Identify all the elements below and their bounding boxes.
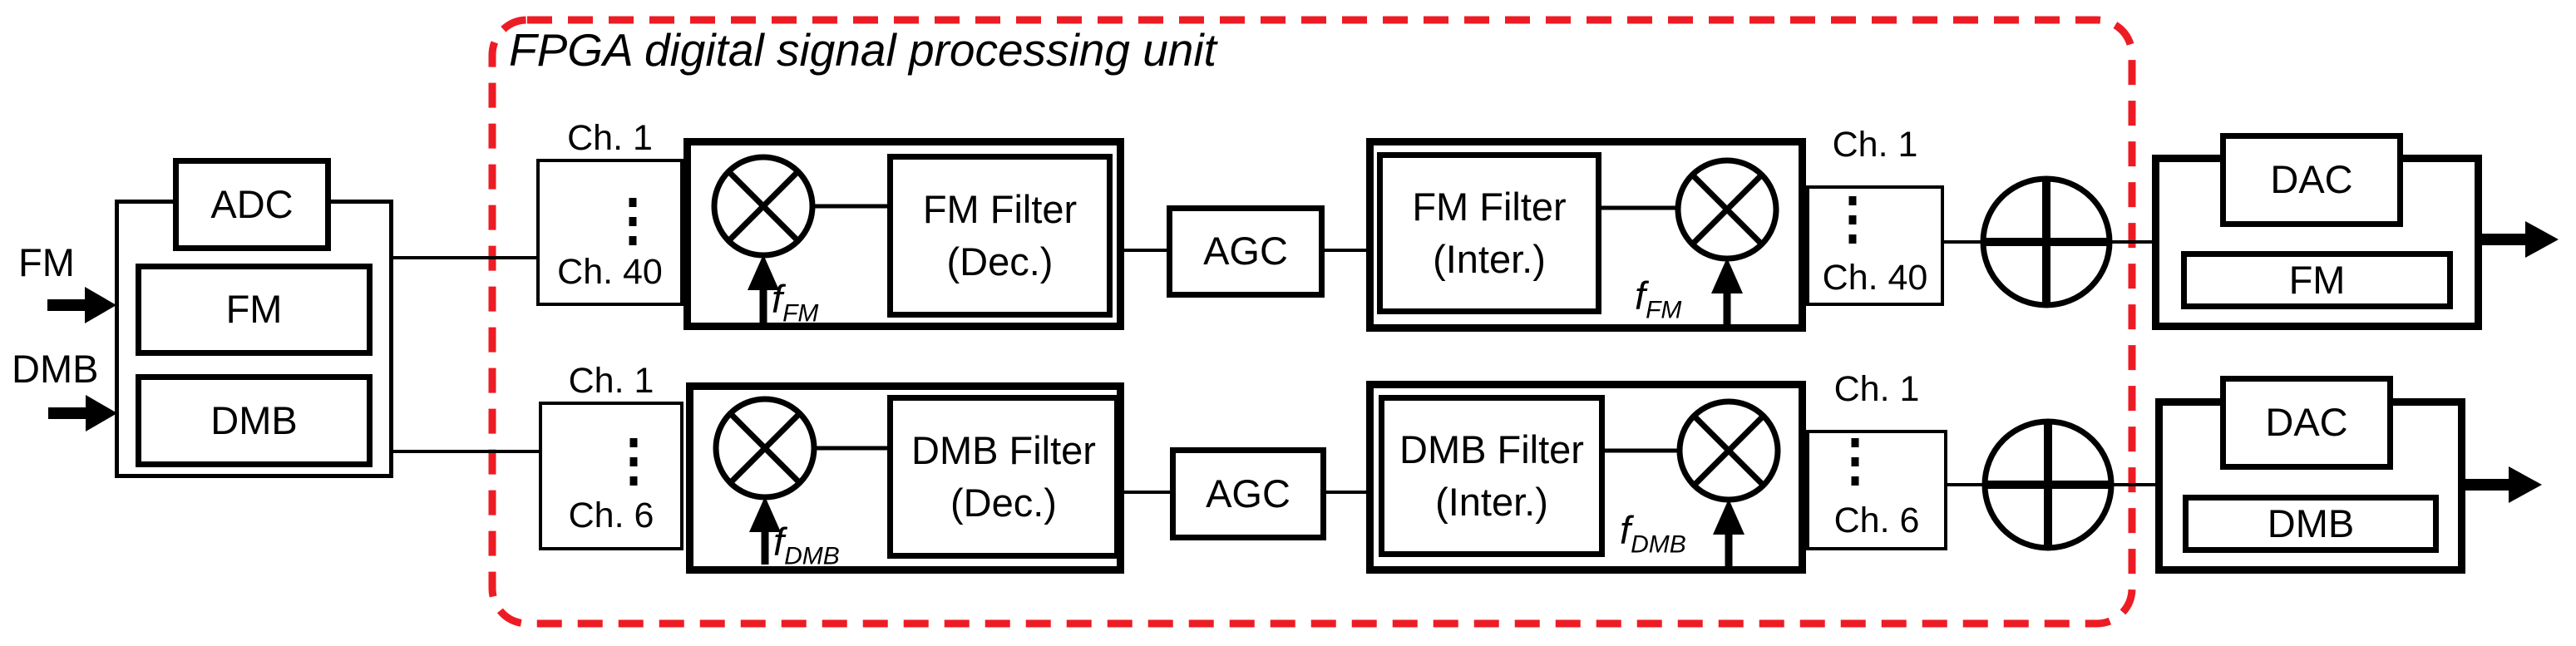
fm-inter-filter-line1: FM Filter [1412,185,1567,229]
fm-lo-frequency-label-dec: fFM [772,276,818,328]
dmb-ch-out-first-label: Ch. 1 [1833,369,1920,409]
fm-ch-out-last-label: Ch. 40 [1822,258,1928,298]
fm-dec-filter-line1: FM Filter [922,187,1078,232]
fm-channel-bank-out [1806,185,1944,306]
dmb-dac-label: DAC [2265,400,2348,445]
fm-output-arrow [2478,221,2559,258]
fm-agc-block: AGC [1167,205,1325,298]
fpga-dashed-boundary [488,16,2136,628]
fm-ch-in-last-label: Ch. 40 [557,252,663,292]
dmb-inter-filter-line2: (Inter.) [1435,479,1548,524]
fm-lo-subscript: FM [782,299,819,328]
dmb-inter-filter-block: DMB Filter (Inter.) [1379,395,1605,557]
dmb-channel-bank-in [539,402,683,550]
adc-fm-label: FM [225,287,283,332]
adc-block-label: ADC [210,181,294,226]
dmb-mixer-inter-icon [1601,398,1781,567]
dmb-ch-in-last-label: Ch. 6 [568,496,654,535]
dmb-input-label: DMB [12,347,99,391]
adc-fm-block: FM [136,264,373,356]
fm-input-label: FM [18,240,75,284]
dmb-dac-signal-label: DMB [2267,501,2355,545]
fm-mixer-dec-icon [711,154,891,323]
dmb-dec-filter-line1: DMB Filter [911,428,1096,473]
fm-agc-label: AGC [1203,229,1288,274]
dmb-channel-bank-out [1806,430,1947,550]
adc-dmb-block: DMB [136,374,373,467]
fm-dac-label: DAC [2270,157,2353,202]
adc-dmb-label: DMB [210,397,298,442]
dmb-dac-block: DAC [2220,376,2393,470]
fm-lo-symbol: f [1635,274,1646,318]
dmb-dac-signal-block: DMB [2183,495,2439,553]
fm-channel-bank-in [536,159,683,306]
fpga-unit-title: FPGA digital signal processing unit [509,24,1216,76]
fm-dac-signal-block: FM [2181,251,2453,309]
dmb-dec-filter-block: DMB Filter (Dec.) [887,395,1120,559]
dmb-dec-filter-line2: (Dec.) [950,480,1057,525]
fm-lo-subscript: FM [1646,296,1682,324]
fm-adder-icon [1980,175,2113,308]
dmb-inter-filter-line1: DMB Filter [1399,427,1584,472]
fm-dec-filter-block: FM Filter (Dec.) [887,154,1113,318]
fm-dac-block: DAC [2220,133,2403,227]
fm-input-arrow [47,287,116,323]
fm-ch-in-first-label: Ch. 1 [567,118,653,158]
dmb-input-arrow [48,395,117,431]
fm-inter-filter-block: FM Filter (Inter.) [1377,152,1601,314]
dmb-adder-icon [1981,418,2115,551]
dmb-lo-subscript: DMB [1631,530,1686,559]
fm-lo-frequency-label-inter: fFM [1635,273,1681,324]
dmb-ch-in-first-label: Ch. 1 [568,361,654,401]
dmb-mixer-dec-icon [713,396,891,565]
dmb-agc-label: AGC [1206,471,1290,515]
dmb-output-arrow [2461,466,2542,503]
fm-mixer-inter-icon [1599,157,1779,326]
dmb-ch-out-last-label: Ch. 6 [1833,501,1920,540]
dmb-lo-subscript: DMB [784,542,840,570]
dmb-agc-block: AGC [1170,447,1326,540]
dmb-lo-symbol: f [1620,508,1631,552]
fm-ch-out-first-label: Ch. 1 [1832,125,1918,165]
dmb-lo-frequency-label-inter: fDMB [1620,507,1686,559]
fm-inter-filter-line2: (Inter.) [1433,236,1546,281]
adc-block: ADC [173,158,331,251]
fm-dac-signal-label: FM [2288,257,2346,302]
fm-dec-filter-line2: (Dec.) [946,239,1054,284]
